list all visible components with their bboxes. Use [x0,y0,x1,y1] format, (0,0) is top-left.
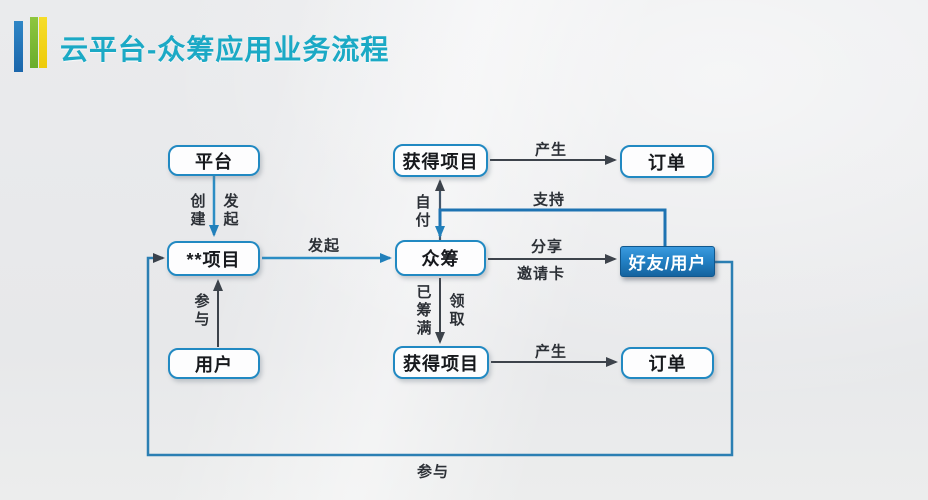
edge-label-share: 分享 [530,238,564,256]
edge-label-fully-funded: 已筹满 [414,284,432,338]
edge-label-initiate-to-crowdfunding: 发起 [307,237,341,255]
edge-label-generate-bottom: 产生 [534,343,568,361]
edge-friends-participate-project [146,253,734,457]
edge-label-support: 支持 [532,191,566,209]
node-order-bottom: 订单 [621,347,714,379]
edge-label-create: 创建 [188,193,206,229]
node-order-top: 订单 [620,145,714,178]
node-platform: 平台 [168,145,260,176]
node-get-project-bottom: 获得项目 [393,346,489,379]
node-get-project-top: 获得项目 [393,144,488,177]
edge-label-participate-user: 参与 [192,293,210,329]
edge-label-initiate-from-platform: 发起 [221,193,239,229]
title-accent-bar-yellow [39,17,47,68]
node-friends-users: 好友/用户 [620,246,715,277]
title-accent-bar-blue [14,21,23,72]
edge-label-generate-top: 产生 [534,141,568,159]
page-title: 云平台-众筹应用业务流程 [60,34,390,65]
edge-label-invite-card: 邀请卡 [516,265,566,283]
edge-label-participate-friends: 参与 [416,463,450,481]
edge-label-self-pay: 自付 [413,194,431,230]
edge-friends-support-crowdfunding [435,208,667,246]
node-user: 用户 [168,348,260,379]
edge-label-claim: 领取 [447,293,465,329]
node-project: **项目 [167,241,260,276]
title-accent-bar-green [30,17,38,68]
node-crowdfunding: 众筹 [395,240,486,276]
